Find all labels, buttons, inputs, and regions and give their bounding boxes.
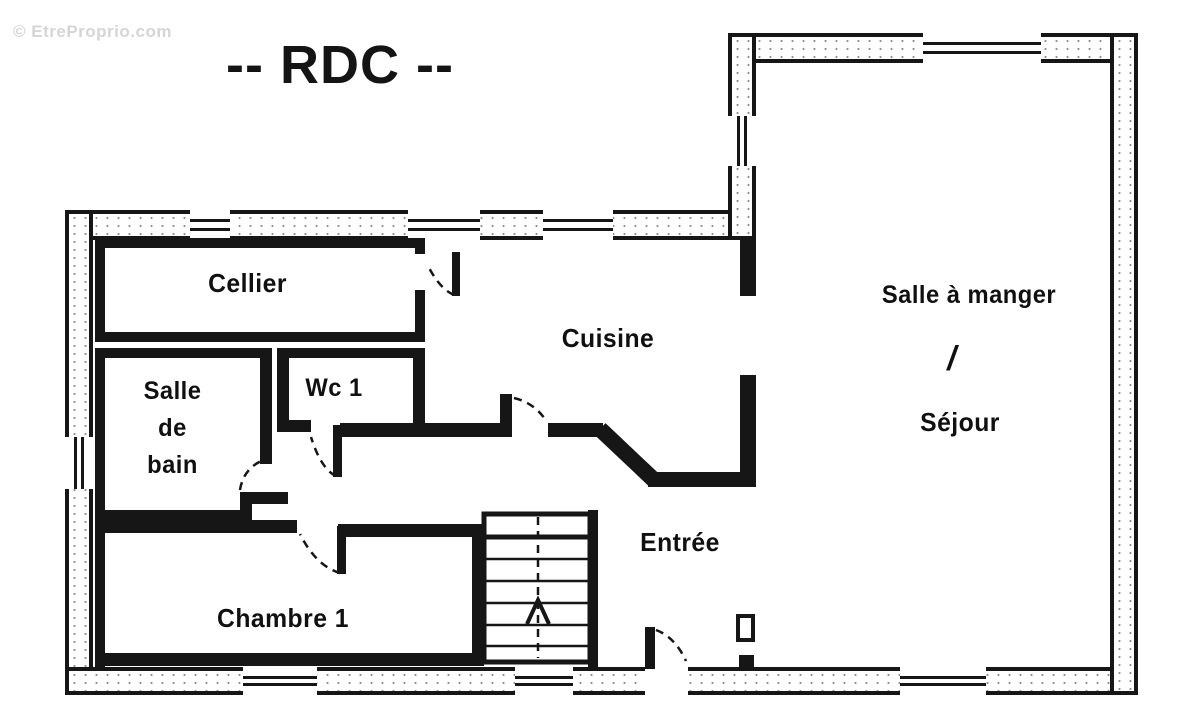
room-label-sejour: Séjour <box>920 407 1000 437</box>
bedroom-wall-top-left <box>95 520 297 533</box>
window-dining-top <box>923 33 1041 63</box>
window-top-2 <box>408 210 480 240</box>
stairs-wall-right <box>588 510 598 667</box>
bedroom-wall-bottom <box>95 653 482 666</box>
cellier-door-arc <box>426 265 455 297</box>
window-stairs-bottom <box>515 667 573 695</box>
wc-wall-right <box>413 348 425 432</box>
bathroom-wall-step-h <box>240 492 288 504</box>
cellier-wall-left <box>95 238 105 342</box>
hall-wall-2 <box>548 423 603 437</box>
room-label-wc: Wc 1 <box>305 374 363 402</box>
entree-wall-top <box>648 472 746 487</box>
bathroom-wall-right <box>260 348 272 464</box>
kitchen-door-stub <box>500 394 512 436</box>
entry-door-arc <box>655 628 688 662</box>
room-label-chambre: Chambre 1 <box>217 603 349 633</box>
entry-door-leaf <box>645 627 655 669</box>
bedroom-door-arc <box>298 533 341 575</box>
exterior-wall-right <box>1110 33 1138 695</box>
bathroom-wall-top <box>95 348 272 358</box>
wc-wall-top <box>277 348 425 358</box>
room-label-cellier: Cellier <box>208 268 287 298</box>
exterior-wall-top-left-wing <box>65 210 745 240</box>
cellier-wall-right-upper <box>415 238 425 254</box>
cellier-wall-top <box>95 238 425 248</box>
room-label-salle-de-bain: Salle de bain <box>143 377 202 479</box>
bathroom-wall-bottom <box>95 510 245 522</box>
window-dining-left <box>728 116 756 166</box>
room-label-separator-slash: / <box>947 340 957 378</box>
bedroom-wall-left <box>95 520 105 667</box>
cellier-door-leaf <box>452 252 460 296</box>
wc-door-arc <box>309 436 337 478</box>
window-bedroom-bottom <box>243 667 317 695</box>
hall-wall-1 <box>340 423 512 437</box>
staircase <box>481 511 593 665</box>
watermark-text: © EtreProprio.com <box>13 22 172 41</box>
bathroom-door-arc <box>238 459 262 491</box>
cellier-wall-right-lower <box>415 290 425 342</box>
wc-wall-bottom-left <box>277 420 311 432</box>
kitchen-door-arc <box>513 396 549 423</box>
cellier-wall-bottom <box>95 332 425 342</box>
bedroom-wall-right <box>472 524 484 666</box>
window-top-1 <box>190 210 230 240</box>
bedroom-wall-top-right <box>338 524 484 537</box>
floor-title: -- RDC -- <box>226 35 454 95</box>
window-bathroom-left <box>65 437 93 489</box>
window-sejour-bottom <box>900 667 986 695</box>
dining-wall-upper <box>740 238 756 296</box>
room-label-cuisine: Cuisine <box>561 323 655 353</box>
entry-door-opening <box>645 667 688 695</box>
entry-pillar <box>736 614 755 642</box>
room-label-entree: Entrée <box>640 527 720 557</box>
room-label-salle-a-manger: Salle à manger <box>881 281 1057 309</box>
window-top-3 <box>543 210 613 240</box>
dining-wall-lower <box>740 375 756 487</box>
wc-wall-left <box>277 348 289 432</box>
bathroom-wall-left <box>95 348 105 520</box>
stairs-up-arrow-icon <box>525 595 551 625</box>
